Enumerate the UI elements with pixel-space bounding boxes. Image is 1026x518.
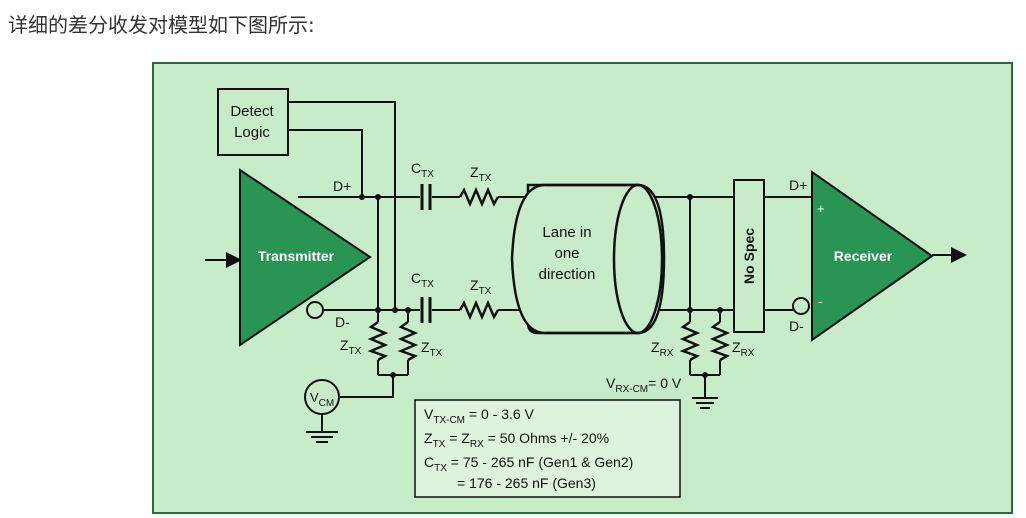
detect-logic-label-2: Logic [234,124,270,141]
lane-label-1: Lane in [542,224,591,241]
resistor-ztx-minus [458,299,500,321]
receiver-label: Receiver [834,248,893,264]
ctx-label-bottom: CTX [411,270,434,290]
intro-text: 详细的差分收发对模型如下图所示: [8,13,315,37]
detect-logic-label-1: Detect [230,103,274,120]
resistor-ztx-plus [458,186,500,208]
vcm-source-icon [304,379,340,415]
resistor-zrx-term-2 [709,320,731,362]
note-ztx-zrx: ZTX = ZRX = 50 Ohms +/- 20% [424,430,609,450]
rx-plus-sign: + [817,201,825,216]
note-vtx-cm: VTX-CM = 0 - 3.6 V [424,406,535,426]
no-spec-box [733,179,765,333]
no-spec-label: No Spec [741,228,757,284]
vcm-label: VCM [310,390,334,409]
zrx-label-left: ZRX [651,339,674,359]
vrx-cm-label: VRX-CM= 0 V [606,375,682,395]
rx-inverting-bubble [792,297,810,315]
ctx-label-top: CTX [411,160,434,180]
tx-d-plus-label: D+ [333,178,351,194]
resistor-ztx-term-2 [397,320,419,362]
lane-cylinder [526,183,666,335]
lane-label-3: direction [539,266,596,283]
rx-d-minus-label: D- [789,318,804,334]
tx-d-minus-label: D- [335,314,350,330]
ztx-term-label-right: ZTX [421,339,443,359]
receiver-amplifier [811,170,934,342]
resistor-ztx-term-1 [367,320,389,362]
resistor-zrx-term-1 [679,320,701,362]
tx-inverting-bubble [306,301,324,319]
ztx-label-bottom: ZTX [470,277,492,297]
rx-d-plus-label: D+ [789,177,807,193]
note-ctx-gen3: = 176 - 265 nF (Gen3) [457,475,596,491]
transmitter-label: Transmitter [258,248,335,264]
notes-box [414,399,681,498]
lane-label-2: one [554,245,579,262]
ztx-term-label-left: ZTX [340,337,362,357]
zrx-label-right: ZRX [732,339,755,359]
rx-minus-sign: - [818,294,822,309]
note-ctx: CTX = 75 - 265 nF (Gen1 & Gen2) [424,454,633,474]
ztx-label-top: ZTX [470,164,492,184]
transmitter-amplifier [239,168,372,347]
detect-logic-box [217,88,289,156]
